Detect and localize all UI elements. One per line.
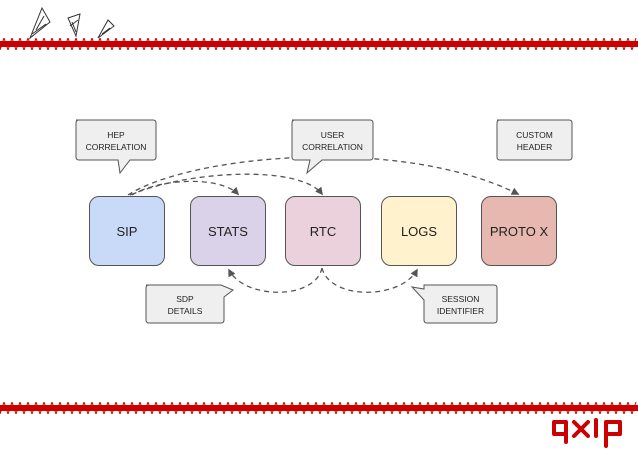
callout-session-line1: SESSION xyxy=(441,294,480,304)
callout-sdp-shape xyxy=(145,284,234,324)
connector-rtc-stats xyxy=(228,267,323,293)
callout-user-line1: USER xyxy=(320,130,345,140)
node-protox-label: PROTO X xyxy=(489,223,549,239)
callout-sdp-line2: DETAILS xyxy=(167,306,203,316)
node-stats-label: STATS xyxy=(208,223,248,239)
node-sip: SIP xyxy=(89,196,165,266)
callout-session: SESSION IDENTIFIER xyxy=(424,293,497,317)
connector-rtc-logs xyxy=(321,267,418,293)
connector-sip-rtc xyxy=(129,173,323,196)
callout-user-line2: CORRELATION xyxy=(302,142,363,152)
callout-user-shape xyxy=(291,119,374,175)
bottom-decorative-band xyxy=(0,402,638,414)
top-decorative-band xyxy=(0,38,638,50)
connector-sip-stats xyxy=(131,180,240,196)
callout-hep: HEP CORRELATION xyxy=(76,129,156,153)
callout-hep-line2: CORRELATION xyxy=(85,142,147,152)
connector-sip-protox xyxy=(127,156,520,196)
callout-custom-line1: CUSTOM xyxy=(516,130,553,140)
callout-sdp: SDP DETAILS xyxy=(146,293,224,317)
callout-custom-shape xyxy=(496,119,573,161)
callout-user: USER CORRELATION xyxy=(292,129,373,153)
node-logs: LOGS xyxy=(381,196,457,266)
node-protox: PROTO X xyxy=(481,196,557,266)
node-rtc: RTC xyxy=(285,196,361,266)
callout-custom-line2: HEADER xyxy=(516,142,553,152)
node-stats: STATS xyxy=(190,196,266,266)
callout-sdp-line1: SDP xyxy=(176,294,194,304)
callout-hep-shape xyxy=(75,119,157,175)
callout-session-line2: IDENTIFIER xyxy=(436,306,485,316)
node-logs-label: LOGS xyxy=(400,223,438,239)
qxip-logo xyxy=(552,418,622,448)
sketch-decoration-icons xyxy=(28,6,115,40)
callout-session-shape xyxy=(410,284,498,324)
node-sip-label: SIP xyxy=(116,223,138,239)
node-rtc-label: RTC xyxy=(309,223,337,239)
callout-custom: CUSTOM HEADER xyxy=(497,129,572,153)
callout-hep-line1: HEP xyxy=(107,130,125,140)
